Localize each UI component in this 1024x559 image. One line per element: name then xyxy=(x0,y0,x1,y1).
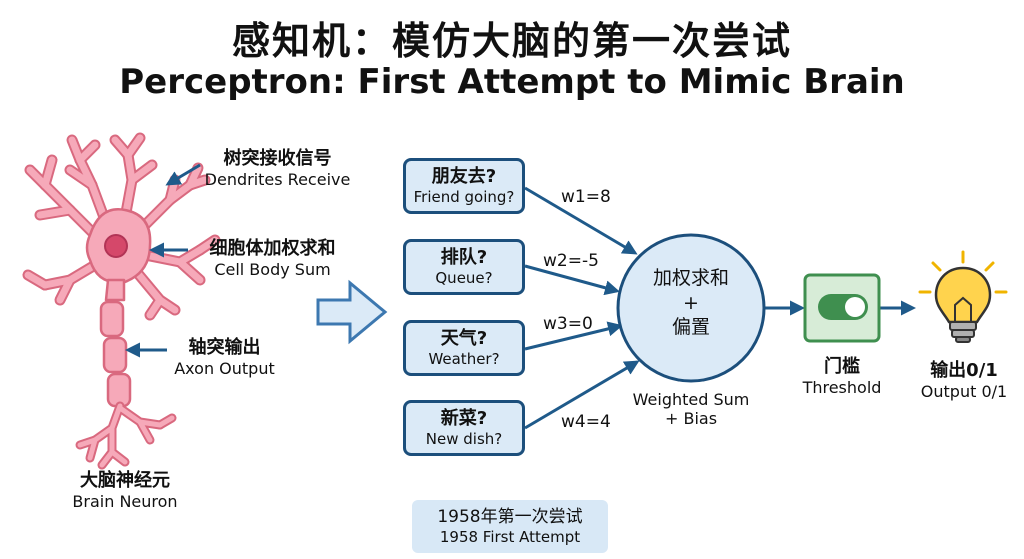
connection-arrow-4 xyxy=(524,360,640,430)
history-note-en: 1958 First Attempt xyxy=(439,527,581,546)
axon-label-zh: 轴突输出 xyxy=(188,337,261,358)
page-title-zh: 感知机：模仿大脑的第一次尝试 xyxy=(231,19,792,63)
sum-node-plus: + xyxy=(683,291,699,314)
input-label-en: Queue? xyxy=(435,268,493,287)
output-label-zh: 输出0/1 xyxy=(930,360,998,381)
threshold-label-zh: 门槛 xyxy=(824,356,860,377)
input-box-weather: 天气? Weather? xyxy=(403,320,525,376)
dendrites-label-en: Dendrites Receive xyxy=(204,169,351,189)
transition-arrow xyxy=(316,279,388,345)
input-label-en: Friend going? xyxy=(413,187,515,206)
threshold-toggle xyxy=(803,273,881,343)
input-box-queue: 排队? Queue? xyxy=(403,239,525,295)
cell-body-label-zh: 细胞体加权求和 xyxy=(209,238,336,259)
connection-arrow-2 xyxy=(524,264,620,296)
lightbulb-icon xyxy=(918,250,1008,343)
input-label-en: Weather? xyxy=(428,349,500,368)
brain-neuron-label-zh: 大脑神经元 xyxy=(80,470,170,491)
axon-label-en: Axon Output xyxy=(174,358,275,378)
sum-node xyxy=(616,233,766,383)
dendrites-label-zh: 树突接收信号 xyxy=(223,148,332,169)
threshold-label-en: Threshold xyxy=(802,377,882,397)
input-label-zh: 新菜? xyxy=(440,408,488,430)
history-note: 1958年第一次尝试 1958 First Attempt xyxy=(412,500,608,553)
history-note-zh: 1958年第一次尝试 xyxy=(437,506,583,527)
sum-node-line1: 加权求和 xyxy=(652,267,729,289)
input-label-zh: 朋友去? xyxy=(431,166,497,188)
sum-node-caption-2: + Bias xyxy=(664,409,718,429)
sum-node-label: 加权求和 + 偏置 xyxy=(618,266,764,340)
weight-label-3: w3=0 xyxy=(543,314,593,334)
sum-node-line3: 偏置 xyxy=(671,316,710,339)
sum-node-caption-1: Weighted Sum xyxy=(632,390,750,409)
input-box-new-dish: 新菜? New dish? xyxy=(403,400,525,456)
page-title-en: Perceptron: First Attempt to Mimic Brain xyxy=(119,62,905,102)
connection-arrow-1 xyxy=(524,186,638,255)
cell-body-label: 细胞体加权求和 Cell Body Sum xyxy=(190,238,355,279)
brain-neuron-label-en: Brain Neuron xyxy=(72,491,178,511)
brain-neuron-label: 大脑神经元 Brain Neuron xyxy=(55,470,195,511)
input-label-en: New dish? xyxy=(425,429,503,448)
input-label-zh: 天气? xyxy=(440,328,488,350)
output-label-en: Output 0/1 xyxy=(920,381,1008,401)
connection-arrow-3 xyxy=(524,321,623,351)
sum-node-caption: Weighted Sum + Bias xyxy=(615,390,767,428)
dendrites-label: 树突接收信号 Dendrites Receive xyxy=(200,148,355,189)
cell-body-label-en: Cell Body Sum xyxy=(214,259,331,279)
dendrites-arrow xyxy=(165,163,201,186)
output-label: 输出0/1 Output 0/1 xyxy=(912,360,1016,401)
weight-label-2: w2=-5 xyxy=(543,251,599,271)
input-box-friend: 朋友去? Friend going? xyxy=(403,158,525,214)
weight-label-4: w4=4 xyxy=(561,412,611,432)
axon-label: 轴突输出 Axon Output xyxy=(167,337,282,378)
neuron-illustration xyxy=(22,132,221,470)
threshold-label: 门槛 Threshold xyxy=(792,356,892,397)
weight-label-1: w1=8 xyxy=(561,187,611,207)
input-label-zh: 排队? xyxy=(440,247,488,269)
